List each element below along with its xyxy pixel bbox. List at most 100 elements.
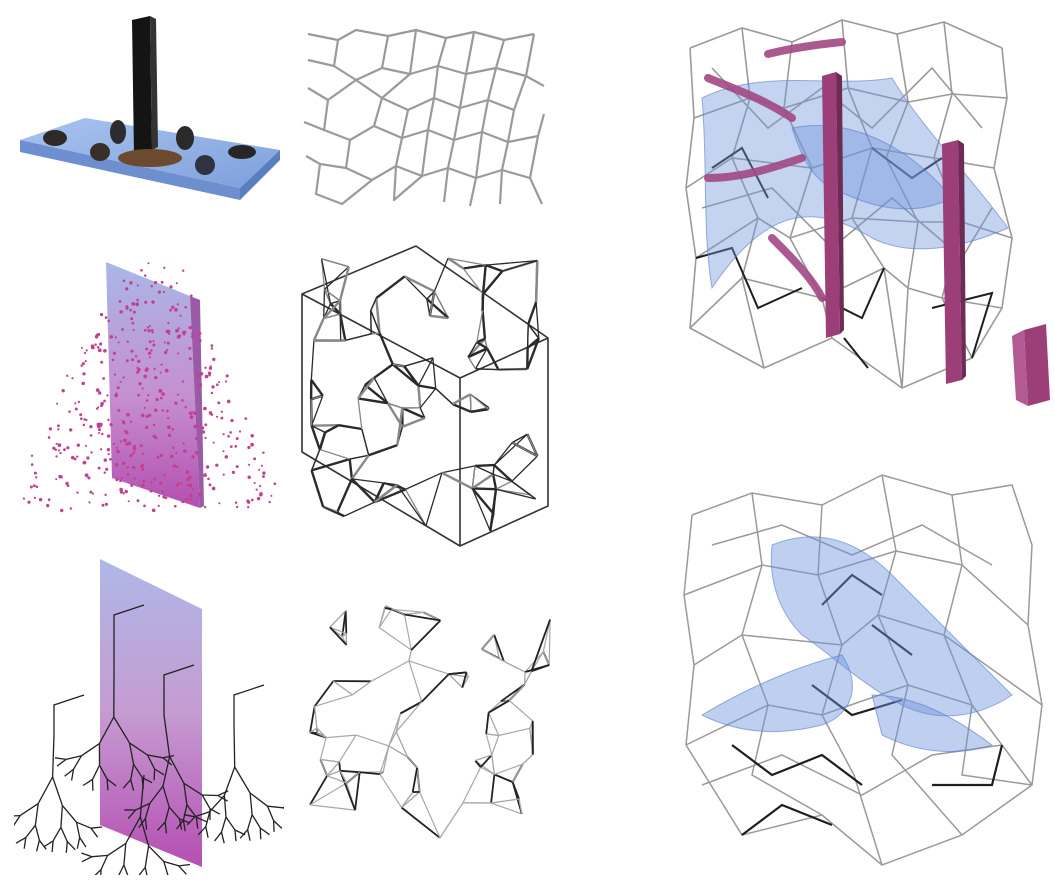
lattice-edge	[511, 480, 537, 500]
lattice-edge	[534, 260, 539, 303]
branch	[79, 837, 87, 848]
point	[171, 446, 175, 450]
lattice-edge	[309, 804, 356, 811]
lattice-edge	[435, 388, 454, 405]
point	[140, 464, 144, 469]
point	[188, 475, 192, 480]
point	[123, 438, 127, 443]
lattice-edge	[333, 680, 353, 696]
lattice-edge	[364, 383, 389, 405]
branch	[144, 818, 148, 830]
branch	[122, 779, 132, 789]
lattice-edge	[400, 806, 441, 839]
point	[57, 428, 60, 431]
lattice-edge	[493, 634, 505, 662]
lattice-edge	[378, 627, 412, 651]
panel-point-field	[20, 242, 285, 527]
branch	[60, 805, 64, 828]
point	[136, 298, 139, 302]
lattice-edge	[324, 266, 350, 290]
point	[191, 334, 195, 339]
lattice-edge	[319, 759, 328, 777]
point	[179, 314, 182, 317]
point	[91, 492, 95, 495]
branch	[64, 768, 74, 777]
lattice-edge	[378, 332, 394, 365]
lattice-edge	[527, 323, 540, 339]
point	[250, 442, 254, 447]
branch	[35, 840, 41, 852]
point	[162, 290, 165, 294]
lattice-edge	[326, 734, 357, 739]
lattice-edge	[373, 482, 385, 503]
lattice-edge	[548, 619, 551, 666]
lattice-edge	[498, 727, 530, 737]
point	[174, 504, 177, 508]
point	[29, 485, 33, 489]
lattice-edge	[474, 465, 494, 475]
lattice-edge	[452, 393, 471, 406]
point	[80, 417, 83, 420]
point	[117, 341, 120, 344]
lattice-edge	[382, 745, 390, 773]
lattice-edge	[346, 771, 361, 784]
point	[119, 380, 122, 383]
point	[82, 423, 86, 427]
point	[220, 416, 224, 420]
point	[208, 411, 213, 415]
lattice-edge	[511, 442, 538, 457]
point	[169, 454, 174, 459]
branch	[130, 764, 135, 780]
point	[166, 341, 170, 345]
lattice-edge	[417, 357, 434, 386]
lattice-edge	[524, 664, 550, 673]
point	[175, 282, 178, 285]
branch	[70, 769, 75, 781]
point	[141, 483, 145, 488]
point	[159, 453, 164, 458]
point	[147, 262, 150, 265]
branch	[133, 763, 143, 778]
point	[248, 463, 251, 466]
point	[81, 381, 85, 386]
point	[185, 470, 190, 474]
point	[136, 499, 140, 503]
panel-voronoi-3d-dense	[296, 238, 558, 550]
branch	[195, 817, 199, 829]
lattice-edge	[467, 341, 478, 358]
lattice-edge	[395, 731, 409, 758]
point	[84, 444, 87, 447]
branch	[127, 809, 137, 820]
branch	[153, 768, 156, 781]
point	[63, 448, 66, 452]
point	[119, 440, 122, 443]
point	[46, 503, 50, 508]
lattice-edge	[407, 756, 418, 769]
lattice-edge	[419, 407, 426, 419]
lattice-edge	[341, 633, 347, 638]
point	[194, 451, 199, 455]
point	[152, 343, 156, 347]
point	[205, 465, 210, 469]
lattice-edge	[401, 791, 420, 808]
point	[76, 455, 79, 458]
lattice-edge	[476, 341, 488, 350]
point	[115, 446, 119, 450]
branch	[61, 805, 77, 823]
point	[143, 406, 146, 409]
branch	[164, 822, 168, 834]
lattice-edge	[526, 337, 540, 349]
point	[197, 332, 201, 336]
point	[69, 507, 73, 510]
point	[247, 506, 250, 509]
point	[35, 485, 39, 489]
lattice-edge	[512, 763, 524, 783]
panel-lattice-with-surfaces	[672, 455, 1055, 875]
point	[161, 392, 165, 396]
branch	[223, 795, 227, 818]
branch	[125, 816, 141, 844]
point	[85, 418, 88, 422]
branch	[163, 664, 195, 715]
point	[99, 342, 103, 346]
lattice-edge	[322, 299, 341, 320]
